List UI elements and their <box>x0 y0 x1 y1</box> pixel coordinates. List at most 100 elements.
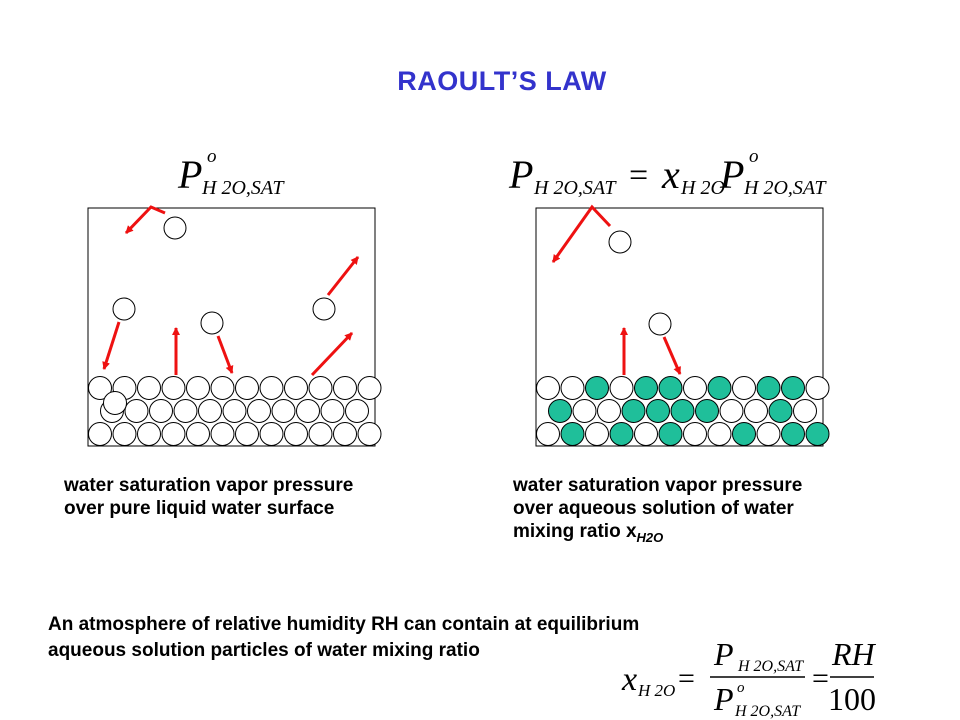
water-molecule-icon <box>296 399 320 423</box>
right-formula: P H 2O,SAT = x H 2O P o H 2O,SAT <box>508 146 827 199</box>
svg-text:P: P <box>713 636 734 672</box>
right-caption-line2: over aqueous solution of water <box>513 498 794 519</box>
solute-molecule-icon <box>585 376 609 400</box>
water-molecule-icon <box>88 422 112 446</box>
water-molecule-icon <box>536 376 560 400</box>
evaporation-arrow-icon <box>326 256 360 296</box>
left-caption: water saturation vapor pressure over pur… <box>64 474 353 520</box>
svg-text:100: 100 <box>828 681 876 717</box>
right-liquid-layer <box>536 376 830 446</box>
water-molecule-icon <box>732 376 756 400</box>
right-caption-line1: water saturation vapor pressure <box>513 475 803 496</box>
svg-text:RH: RH <box>831 636 877 672</box>
water-molecule-icon <box>284 376 308 400</box>
water-molecule-icon <box>572 399 597 423</box>
solute-molecule-icon <box>707 376 732 400</box>
solute-molecule-icon <box>756 376 781 400</box>
left-caption-line2: over pure liquid water surface <box>64 498 335 519</box>
water-molecule-icon <box>357 376 382 400</box>
water-molecule-icon <box>308 422 333 446</box>
water-molecule-icon <box>719 399 744 423</box>
page-title: RAOULT’S LAW <box>397 66 607 96</box>
solute-molecule-icon <box>768 399 793 423</box>
svg-text:H 2O,SAT: H 2O,SAT <box>734 703 801 720</box>
water-molecule-icon <box>609 376 634 400</box>
water-molecule-icon <box>608 230 632 254</box>
solute-molecule-icon <box>560 422 585 446</box>
water-molecule-icon <box>793 399 817 423</box>
solute-molecule-icon <box>732 422 756 446</box>
water-molecule-icon <box>271 399 296 423</box>
water-molecule-icon <box>333 376 357 400</box>
water-molecule-icon <box>137 376 161 400</box>
right-container <box>535 207 824 447</box>
water-molecule-icon <box>186 422 210 446</box>
svg-text:x: x <box>661 152 680 197</box>
water-molecule-icon <box>634 422 658 446</box>
water-molecule-icon <box>320 399 345 423</box>
svg-text:=: = <box>678 662 695 695</box>
water-molecule-icon <box>345 399 369 423</box>
water-molecule-icon <box>259 422 284 446</box>
water-molecule-icon <box>210 376 235 400</box>
svg-text:o: o <box>737 680 745 696</box>
water-molecule-icon <box>357 422 382 446</box>
water-molecule-icon <box>707 422 732 446</box>
note-line1: An atmosphere of relative humidity RH ca… <box>48 614 640 635</box>
water-molecule-icon <box>235 376 259 400</box>
svg-text:o: o <box>749 146 759 167</box>
right-arrows <box>551 204 682 375</box>
left-caption-line1: water saturation vapor pressure <box>64 475 354 496</box>
water-molecule-icon <box>308 376 333 400</box>
water-molecule-icon <box>585 422 609 446</box>
water-molecule-icon <box>560 376 585 400</box>
water-molecule-icon <box>137 422 161 446</box>
note-line2: aqueous solution particles of water mixi… <box>48 640 480 661</box>
water-molecule-icon <box>683 376 707 400</box>
left-arrows <box>102 205 360 377</box>
water-molecule-icon <box>112 297 136 321</box>
evaporation-arrow-icon <box>551 204 612 263</box>
water-molecule-icon <box>200 311 224 335</box>
left-vapor <box>112 216 336 335</box>
svg-text:=: = <box>812 662 829 695</box>
svg-text:H 2O,SAT: H 2O,SAT <box>533 177 617 199</box>
svg-text:x: x <box>621 661 637 698</box>
solute-molecule-icon <box>781 376 805 400</box>
solute-molecule-icon <box>609 422 634 446</box>
evaporation-arrow-icon <box>102 321 121 370</box>
water-molecule-icon <box>210 422 235 446</box>
water-molecule-icon <box>103 391 127 415</box>
svg-text:H 2O: H 2O <box>680 177 725 199</box>
svg-text:P: P <box>719 152 744 197</box>
water-molecule-icon <box>173 399 198 423</box>
solute-molecule-icon <box>658 376 683 400</box>
water-molecule-icon <box>222 399 247 423</box>
evaporation-arrow-icon <box>216 335 234 374</box>
water-molecule-icon <box>536 422 560 446</box>
water-molecule-icon <box>149 399 173 423</box>
solute-molecule-icon <box>621 399 646 423</box>
solute-molecule-icon <box>670 399 695 423</box>
water-molecule-icon <box>161 376 186 400</box>
water-molecule-icon <box>312 297 336 321</box>
evaporation-arrow-icon <box>662 336 682 375</box>
water-molecule-icon <box>648 312 672 336</box>
water-molecule-icon <box>163 216 187 240</box>
left-formula: P o H 2O,SAT <box>177 146 285 199</box>
water-molecule-icon <box>247 399 271 423</box>
right-caption-line3-prefix: mixing ratio x <box>513 521 637 542</box>
svg-text:P: P <box>508 152 533 197</box>
solute-molecule-icon <box>781 422 805 446</box>
svg-text:P: P <box>177 152 202 197</box>
solute-molecule-icon <box>548 399 572 423</box>
water-molecule-icon <box>683 422 707 446</box>
left-liquid-layer <box>88 376 382 446</box>
evaporation-arrow-icon <box>310 331 354 377</box>
right-vapor <box>608 230 672 336</box>
svg-text:H 2O: H 2O <box>637 681 675 700</box>
svg-text:H 2O,SAT: H 2O,SAT <box>743 177 827 199</box>
right-caption-line3: mixing ratio xH2O <box>513 520 802 549</box>
bottom-formula: x H 2O = P H 2O,SAT P o H 2O,SAT = RH 10… <box>621 636 877 720</box>
